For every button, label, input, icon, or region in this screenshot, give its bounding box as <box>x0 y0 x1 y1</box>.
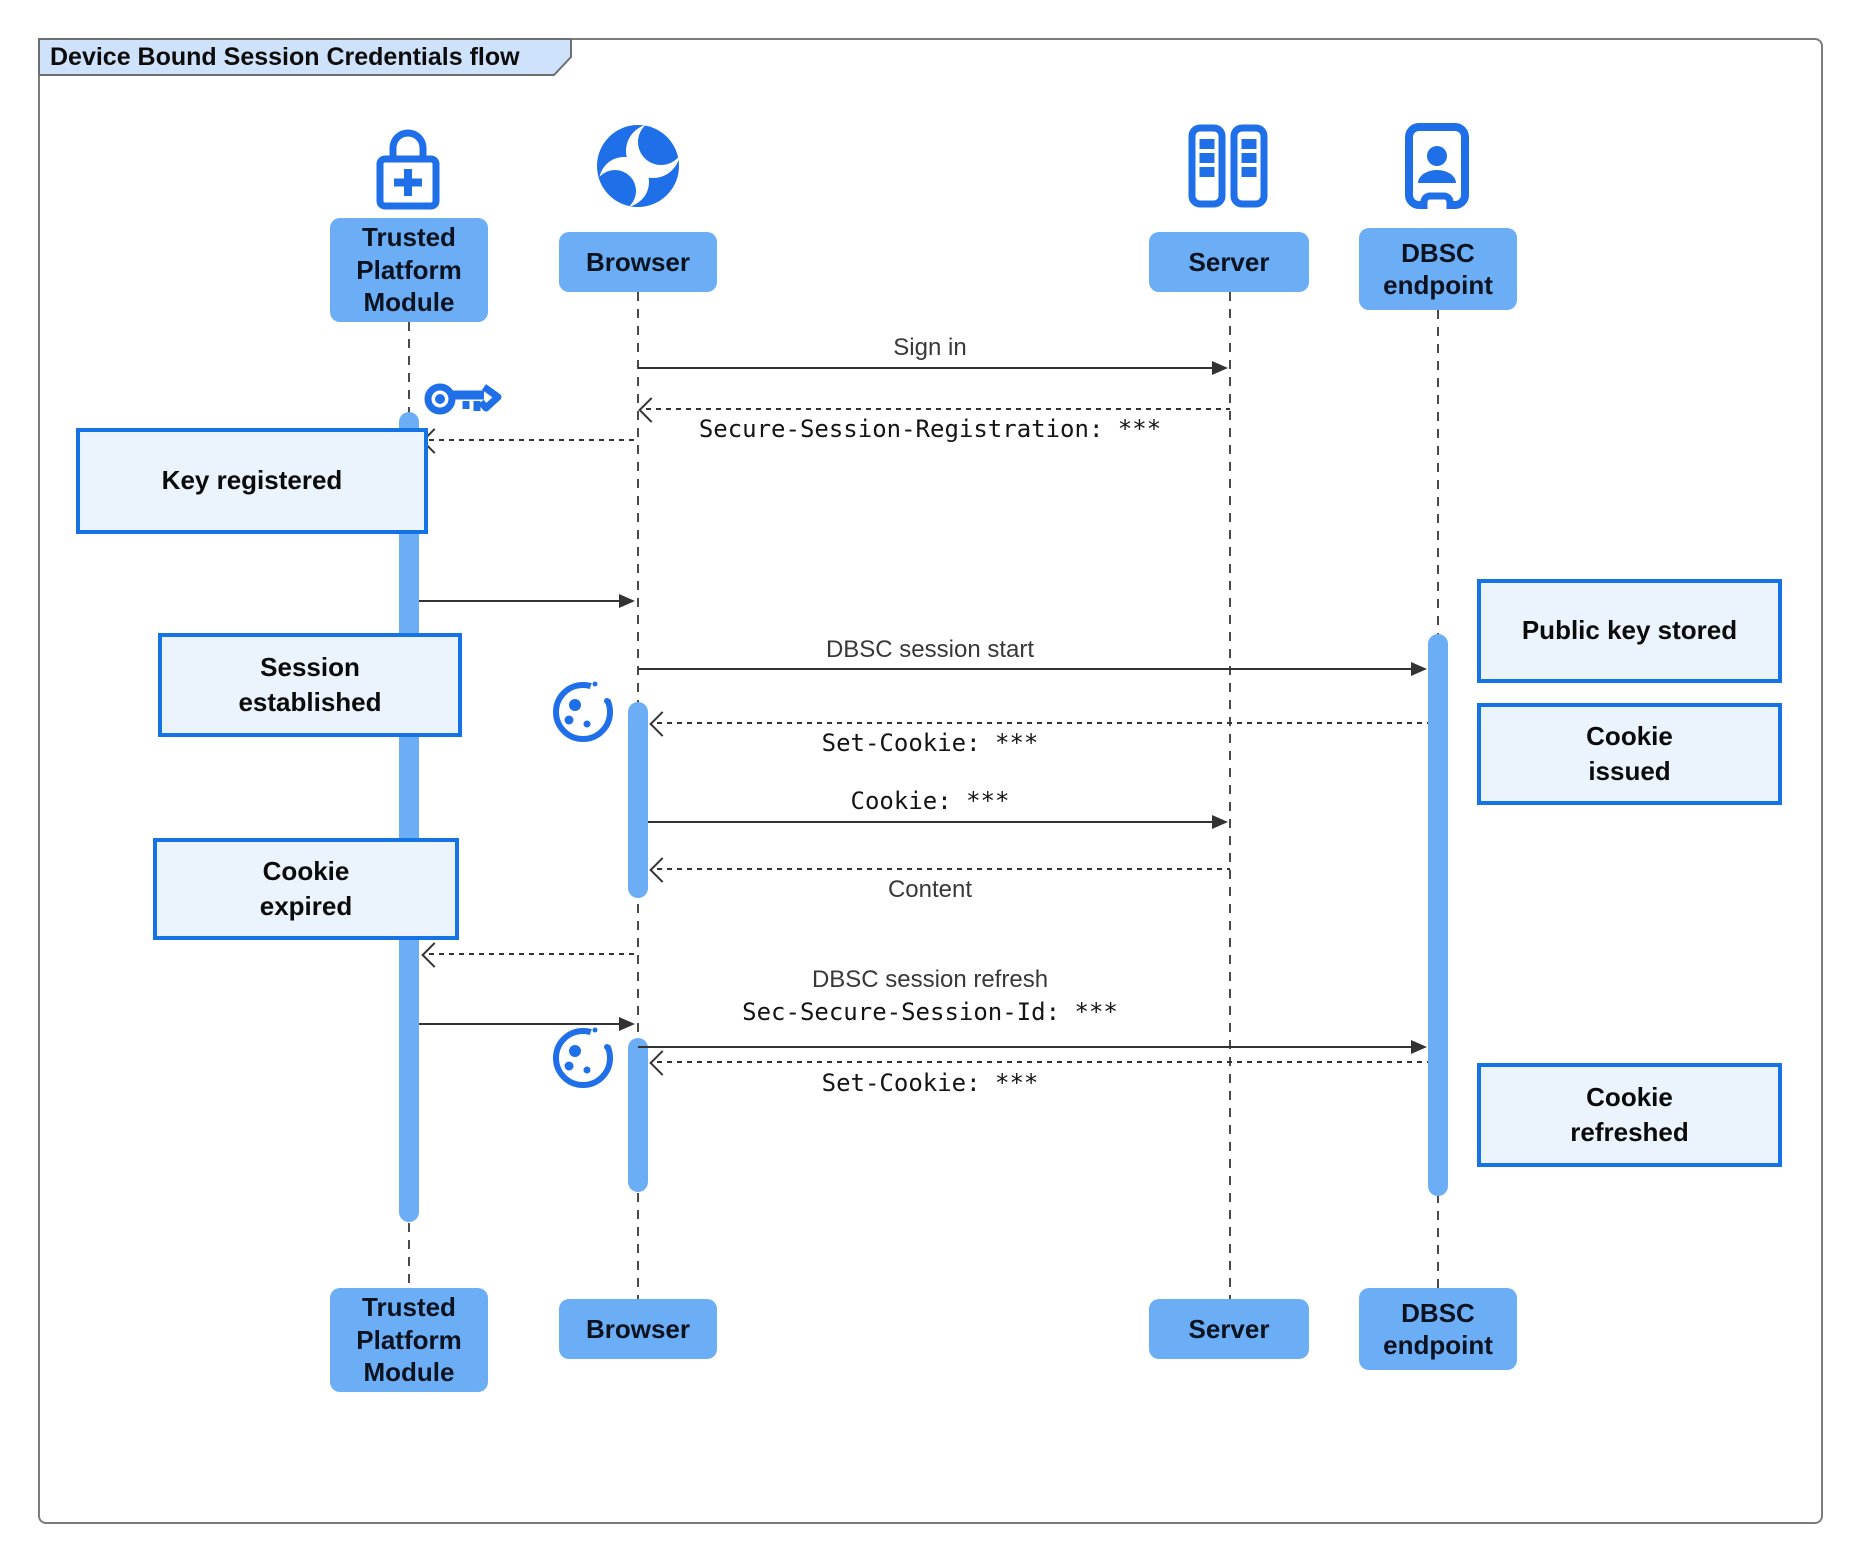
actor-label: Trusted Platform Module <box>356 1292 462 1388</box>
arrowhead <box>1212 815 1228 829</box>
actor-bottom-browser: Browser <box>559 1299 717 1359</box>
arrow-register-key <box>429 439 637 441</box>
lifeline-server <box>1229 292 1231 1300</box>
note-cookie-expired: Cookie expired <box>153 838 459 940</box>
globe-icon <box>597 125 679 207</box>
message-label-secure-session-registration: Secure-Session-Registration: *** <box>698 415 1162 443</box>
actor-top-browser: Browser <box>559 232 717 292</box>
arrow-request-key <box>429 953 637 955</box>
title-tab <box>38 38 572 76</box>
activation-bar-browser-2 <box>628 1038 648 1192</box>
arrow-content <box>657 868 1230 870</box>
note-cookie-refreshed: Cookie refreshed <box>1477 1063 1782 1167</box>
actor-label: Server <box>1188 1313 1270 1344</box>
arrowhead <box>1411 662 1427 676</box>
message-label-sec-secure-session-id: Sec-Secure-Session-Id: *** <box>742 998 1118 1026</box>
actor-top-dbsc: DBSC endpoint <box>1359 228 1517 310</box>
actor-label: Trusted Platform Module <box>356 222 462 318</box>
arrowhead <box>619 1017 635 1031</box>
note-text: Cookie refreshed <box>1570 1081 1689 1147</box>
arrow-dbsc-session-start <box>638 668 1415 670</box>
note-cookie-issued: Cookie issued <box>1477 703 1782 805</box>
message-label-content: Content <box>887 876 973 903</box>
actor-bottom-tpm: Trusted Platform Module <box>330 1288 488 1392</box>
message-label-dbsc-session-refresh: DBSC session refresh <box>811 966 1049 993</box>
message-label-set-cookie-refresh: Set-Cookie: *** <box>821 1069 1039 1097</box>
arrow-key-proof <box>419 1023 621 1025</box>
diagram-title: Device Bound Session Credentials flow <box>50 43 520 71</box>
lock-plus-icon <box>376 129 440 210</box>
arrow-key-created <box>419 600 621 602</box>
arrow-set-cookie-issue <box>657 722 1428 724</box>
arrow-set-cookie-refresh <box>657 1061 1428 1063</box>
arrowhead <box>1411 1040 1427 1054</box>
actor-label: Browser <box>585 1313 691 1344</box>
actor-label: Server <box>1188 246 1270 277</box>
message-label-sign-in: Sign in <box>893 334 967 361</box>
arrowhead <box>1212 361 1228 375</box>
note-key-registered: Key registered <box>76 428 428 534</box>
cookie-icon <box>553 1025 614 1088</box>
note-text: Key registered <box>161 465 343 496</box>
cookie-icon <box>553 679 614 742</box>
actor-top-server: Server <box>1149 232 1309 292</box>
arrow-dbsc-session-refresh <box>638 1046 1415 1048</box>
activation-bar-tpm <box>399 412 419 1222</box>
actor-top-tpm: Trusted Platform Module <box>330 218 488 322</box>
message-label-set-cookie-issue: Set-Cookie: *** <box>821 729 1039 757</box>
actor-bottom-dbsc: DBSC endpoint <box>1359 1288 1517 1370</box>
note-text: Cookie issued <box>1586 720 1673 786</box>
arrow-sign-in <box>638 367 1216 369</box>
actor-label: DBSC endpoint <box>1383 237 1493 301</box>
note-text: Cookie expired <box>259 855 353 921</box>
actor-label: Browser <box>585 246 691 277</box>
note-public-key-stored: Public key stored <box>1477 579 1782 683</box>
arrow-secure-session-registration <box>646 408 1230 410</box>
message-label-dbsc-session-start: DBSC session start <box>825 636 1035 663</box>
message-label-cookie: Cookie: *** <box>850 787 1010 815</box>
arrowhead <box>619 594 635 608</box>
server-rack-icon <box>1188 124 1268 208</box>
badge-person-icon <box>1405 123 1469 212</box>
key-icon <box>424 383 502 415</box>
actor-bottom-server: Server <box>1149 1299 1309 1359</box>
activation-bar-dbsc <box>1428 634 1448 1196</box>
arrow-cookie <box>648 821 1216 823</box>
activation-bar-browser-1 <box>628 702 648 898</box>
note-session-established: Session established <box>158 633 462 737</box>
note-text: Session established <box>238 651 382 717</box>
actor-label: DBSC endpoint <box>1383 1297 1493 1361</box>
note-text: Public key stored <box>1521 615 1738 646</box>
